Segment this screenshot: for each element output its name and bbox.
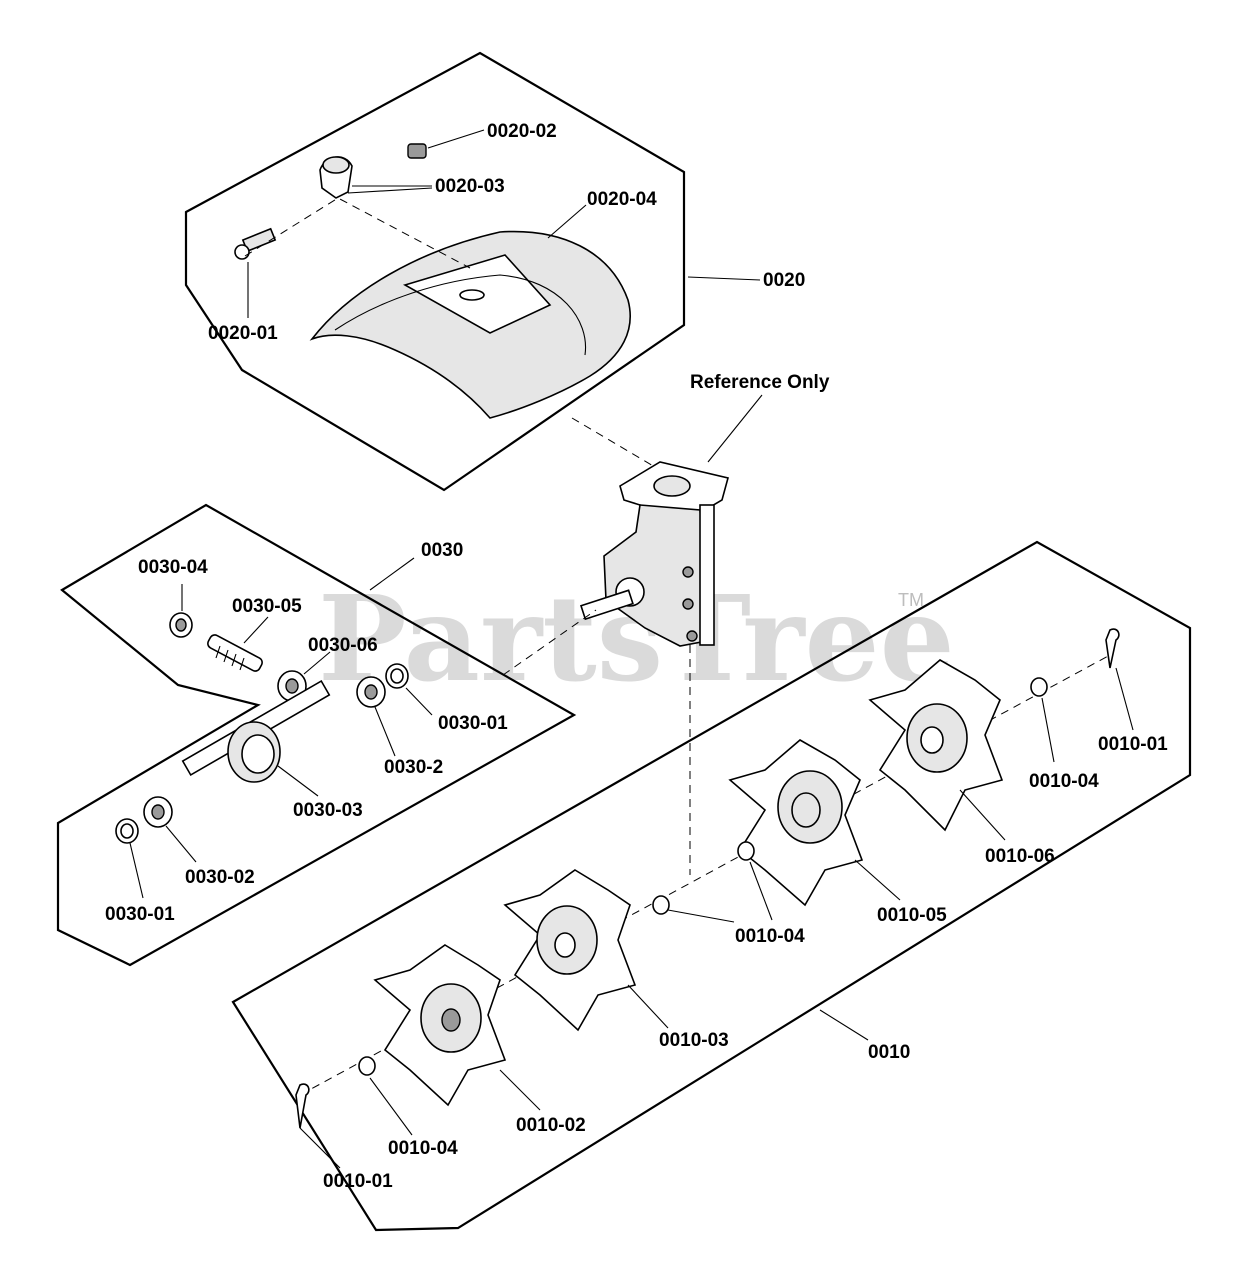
label-0030-02: 0030-02 [185, 867, 255, 888]
leader-0030 [369, 557, 415, 591]
label-0030-05: 0030-05 [232, 596, 302, 617]
tine-0010-06 [868, 659, 1004, 832]
gearbox-reference: Reference Only [502, 372, 830, 875]
tine-0010-02 [373, 944, 507, 1107]
shield-hole [459, 289, 485, 301]
leader-0030-03 [277, 765, 319, 797]
label-0010-04-b: 0010-04 [735, 926, 805, 947]
leader-0030-06 [303, 651, 331, 675]
label-0020-03: 0020-03 [435, 176, 505, 197]
tine-0010-05 [728, 739, 864, 907]
bearing-0030-04 [169, 612, 193, 638]
ring-0010-04-a [1030, 677, 1048, 697]
label-0010-04-a: 0010-04 [1029, 771, 1099, 792]
clip-0010-01-left [295, 1083, 310, 1129]
label-0010: 0010 [868, 1042, 910, 1063]
tine-0010-03 [503, 869, 637, 1032]
label-0010-01-left: 0010-01 [323, 1171, 393, 1192]
bearing-0030-2 [356, 676, 386, 708]
leader-0030-01-right [405, 687, 433, 716]
gearbox-bolt-3 [686, 630, 698, 642]
label-0030: 0030 [421, 540, 463, 561]
label-0030-01-left: 0030-01 [105, 904, 175, 925]
seal-0030-01-left [115, 818, 139, 844]
leader-0010-04-c [667, 909, 735, 923]
screw-0020-01 [234, 227, 277, 260]
leader-0030-2 [374, 706, 396, 757]
leader-0010-03 [627, 984, 669, 1029]
leader-0020-02 [427, 129, 485, 149]
gearbox-side-rail [699, 504, 715, 646]
leader-0010-06 [959, 789, 1006, 841]
label-0010-01-right: 0010-01 [1098, 734, 1168, 755]
gearbox-bolt-1 [682, 566, 694, 578]
clamp-0020-03 [319, 156, 353, 199]
label-0030-06: 0030-06 [308, 635, 378, 656]
leader-0010-04-d [369, 1077, 413, 1136]
group-0030-frame [56, 503, 577, 967]
clip-0010-01-right [1105, 628, 1120, 669]
group-0030: 0030 0030-04 0030-05 0030-06 0030-01 003… [56, 503, 577, 967]
leader-0020-03b [347, 187, 433, 194]
worm-0030-05 [207, 634, 263, 672]
assembly-line-shield [571, 417, 661, 471]
leader-0010-04-a [1041, 697, 1055, 763]
ring-0010-04-d [358, 1056, 376, 1076]
leader-reference-only [707, 394, 763, 463]
tine-shield [309, 230, 631, 419]
gearbox-output-shaft [580, 589, 634, 621]
label-0030-2: 0030-2 [384, 757, 443, 778]
leader-0030-02 [165, 825, 197, 863]
label-0020-02: 0020-02 [487, 121, 557, 142]
assembly-line-gear-shaft [502, 609, 597, 676]
label-0010-06: 0010-06 [985, 846, 1055, 867]
shield-rim-line [334, 274, 587, 356]
gearbox-collar [653, 475, 691, 497]
leader-0030-05 [243, 616, 269, 644]
leader-0010-05 [854, 859, 901, 901]
leader-0030-01-left [129, 842, 144, 899]
label-0020-04: 0020-04 [587, 189, 657, 210]
label-0020: 0020 [763, 270, 805, 291]
ring-0010-04-b [737, 841, 755, 861]
label-0010-05: 0010-05 [877, 905, 947, 926]
leader-0010-04-b [749, 861, 773, 921]
leader-0010-02 [499, 1069, 541, 1111]
leader-0020-04 [547, 204, 587, 239]
leader-0010 [819, 1009, 869, 1041]
label-0010-03: 0010-03 [659, 1030, 729, 1051]
group-0020: 0020-02 0020-03 0020-04 0020-01 0020 [184, 51, 805, 492]
label-0030-01-right: 0030-01 [438, 713, 508, 734]
group-0010: 0010-01 0010-04 0010-06 0010-05 0010-04 … [231, 540, 1192, 1232]
bearing-0030-02 [143, 796, 173, 828]
label-0030-03: 0030-03 [293, 800, 363, 821]
group-0020-frame [184, 51, 686, 492]
gearbox-bolt-2 [682, 598, 694, 610]
label-0020-01: 0020-01 [208, 323, 278, 344]
watermark-tm: TM [898, 590, 924, 610]
gear-shaft-0030-03 [181, 679, 331, 783]
seal-0030-01-right [385, 663, 409, 689]
nut-0020-02 [407, 143, 427, 159]
label-reference-only: Reference Only [690, 372, 830, 393]
leader-0010-01-left [299, 1127, 341, 1169]
ring-0010-04-c [652, 895, 670, 915]
label-0030-04: 0030-04 [138, 557, 208, 578]
leader-0020 [687, 276, 761, 281]
label-0010-02: 0010-02 [516, 1115, 586, 1136]
label-0010-04-d: 0010-04 [388, 1138, 458, 1159]
group-0010-frame [231, 540, 1192, 1232]
leader-0010-01-right [1115, 667, 1134, 731]
